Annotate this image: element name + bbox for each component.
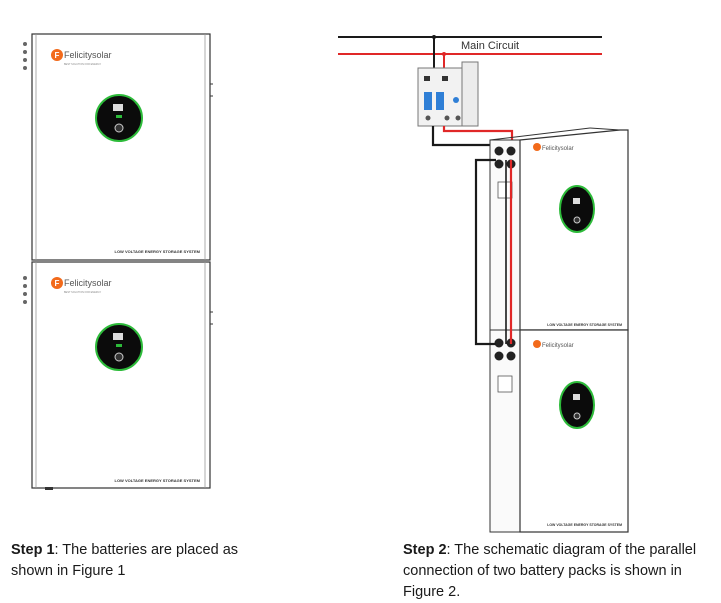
svg-text:F: F (55, 51, 60, 60)
brand-logo: F Felicitysolar BEST SOLUTION FOR ENERGY (51, 49, 112, 66)
caption-step-2: Step 2: The schematic diagram of the par… (403, 540, 715, 603)
brand-name: Felicitysolar (64, 278, 112, 288)
svg-text:F: F (55, 279, 60, 288)
indicator-panel (95, 94, 143, 142)
battery-label: LOW VOLTAGE ENERGY STORAGE SYSTEM (115, 249, 201, 254)
battery-module-top (31, 33, 213, 261)
brand-tagline: BEST SOLUTION FOR ENERGY (64, 63, 102, 66)
parallel-negative-cable (474, 158, 496, 346)
side-terminals-top (23, 42, 27, 70)
caption-step-1-text: : The batteries are placed as shown in F… (11, 542, 239, 579)
caption-step-2-text: : The schematic diagram of the parallel … (403, 542, 697, 600)
main-circuit-label: Main Circuit (461, 40, 519, 52)
battery-label: LOW VOLTAGE ENERGY STORAGE SYSTEM (547, 323, 622, 327)
power-button-icon (573, 216, 581, 224)
battery-label: LOW VOLTAGE ENERGY STORAGE SYSTEM (115, 478, 201, 483)
power-button-icon (114, 123, 124, 133)
brand-logo: Felicitysolar (533, 340, 574, 349)
power-button-icon (573, 412, 581, 420)
caption-step-1: Step 1: The batteries are placed as show… (11, 540, 261, 582)
battery-label: LOW VOLTAGE ENERGY STORAGE SYSTEM (547, 523, 622, 527)
caption-step-2-title: Step 2 (403, 542, 447, 558)
caption-step-1-title: Step 1 (11, 542, 55, 558)
battery-module-lower (489, 329, 629, 533)
brand-name: Felicitysolar (542, 343, 574, 349)
breaker-switch-right (436, 92, 444, 110)
indicator-panel (559, 381, 595, 429)
side-terminals-bottom (23, 276, 27, 304)
brand-tagline: BEST SOLUTION FOR ENERGY (64, 291, 102, 294)
brand-logo: Felicitysolar (533, 143, 574, 152)
brand-name: Felicitysolar (542, 146, 574, 152)
circuit-breaker (417, 61, 479, 127)
indicator-panel (559, 185, 595, 233)
power-button-icon (114, 352, 124, 362)
figure-1-battery-stack: F Felicitysolar BEST SOLUTION FOR ENERGY… (23, 33, 213, 490)
indicator-panel (95, 323, 143, 371)
battery-module-bottom (31, 261, 213, 490)
breaker-switch-left (424, 92, 432, 110)
figure-2-parallel-connection: Main Circuit (338, 35, 629, 533)
brand-logo: F Felicitysolar BEST SOLUTION FOR ENERGY (51, 277, 112, 294)
brand-name: Felicitysolar (64, 50, 112, 60)
installation-diagram: F Felicitysolar BEST SOLUTION FOR ENERGY… (23, 33, 629, 533)
